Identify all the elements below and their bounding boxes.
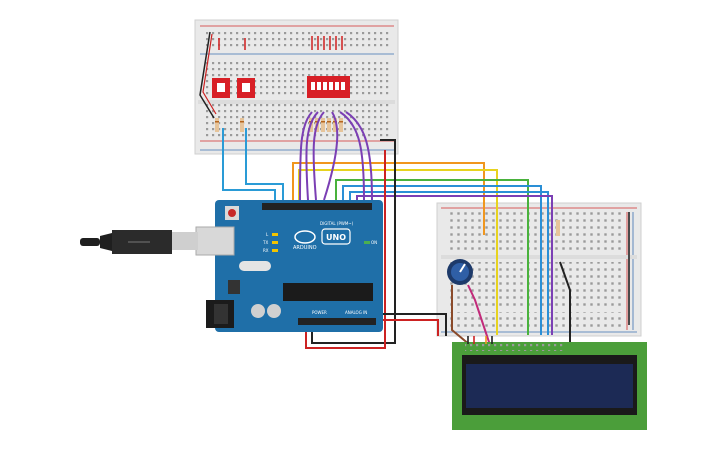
wire-purple-dip-6 [345, 111, 373, 201]
wire-purple-dip-4 [323, 111, 339, 201]
wire-purple-dip-5 [339, 111, 365, 201]
top-left-wire-red [202, 33, 217, 115]
wire-black-loop [311, 139, 396, 344]
lcd-display [452, 342, 647, 430]
led-on-label: ON [371, 240, 377, 245]
lcd-pin-wires [467, 336, 493, 344]
led-tx-label: TX [262, 240, 268, 245]
dc-power-jack-icon[interactable] [206, 300, 234, 328]
top-left-wire [199, 31, 215, 119]
wire-purple-dip-3 [312, 111, 325, 201]
arduino-model-label: UNO [326, 233, 346, 242]
wire-brown-pot [451, 285, 471, 346]
potentiometer[interactable] [447, 259, 473, 285]
wire-red-loop [305, 150, 386, 349]
usb-connector-icon[interactable] [80, 226, 235, 256]
breadboard-top [194, 19, 399, 155]
wire-black-right [559, 261, 571, 345]
dip-switch[interactable] [307, 76, 350, 98]
resistor-right [556, 220, 560, 236]
led-rx-label: RX [263, 248, 269, 253]
top-rail-jumpers [218, 36, 343, 50]
wire-purple-dip-2 [305, 111, 319, 201]
push-button-right[interactable] [237, 78, 255, 98]
digital-pins-label: DIGITAL (PWM~) [320, 221, 354, 226]
wire-cyan-right [245, 128, 284, 200]
power-pins-label: POWER [312, 310, 327, 315]
wire-purple-dip-1 [299, 111, 313, 201]
wire-orange [292, 162, 485, 235]
wire-green [335, 179, 529, 335]
arduino-board[interactable]: ARDUINO UNO DIGITAL (PWM~) POWER ANALOG … [215, 200, 383, 332]
analog-pins-label: ANALOG IN [345, 310, 367, 315]
wire-pink-pot [467, 284, 491, 346]
wire-blue [342, 185, 542, 335]
wire-cyan-left [222, 128, 276, 200]
wire-yellow [298, 169, 498, 335]
wire-blue-2 [349, 191, 549, 335]
arduino-brand-label: ARDUINO [293, 245, 317, 251]
led-l-label: L [266, 232, 269, 237]
push-button-left[interactable] [212, 78, 230, 98]
wire-purple [356, 195, 553, 335]
